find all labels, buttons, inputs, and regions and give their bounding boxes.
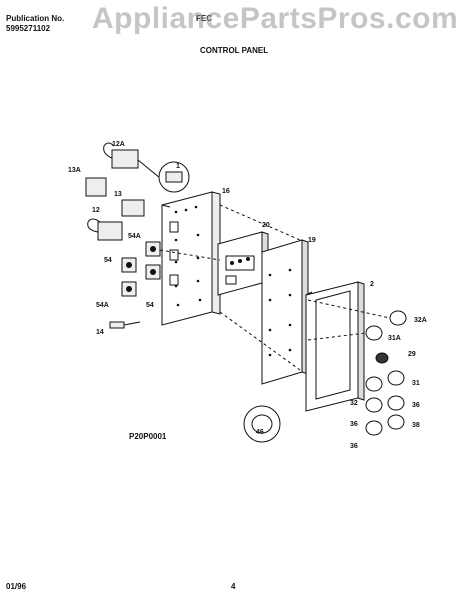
callout-label: 36	[412, 402, 420, 409]
page-number: 4	[231, 582, 236, 591]
part-20-control-board	[217, 231, 269, 296]
thermostat-parts	[85, 142, 161, 241]
detail-callout-1	[158, 161, 190, 193]
callout-label: 38	[412, 422, 420, 429]
watermark: AppliancePartsPros.com	[92, 2, 459, 35]
part-19-panel	[261, 239, 309, 385]
callout-label: 20	[262, 222, 270, 229]
callout-label: 12	[92, 207, 100, 214]
callout-label: 36	[350, 443, 358, 450]
callout-label: 16	[222, 188, 230, 195]
publication-number: 5995271102	[6, 24, 51, 33]
callout-label: 31	[412, 380, 420, 387]
callout-label: 54A	[128, 233, 141, 240]
part-14	[109, 321, 141, 329]
callout-label: 29	[408, 351, 416, 358]
callout-label: 14	[96, 329, 104, 336]
callout-label: 2	[370, 281, 374, 288]
part-16-bracket	[161, 191, 221, 326]
diagram-code: P20P0001	[129, 432, 167, 441]
guide-lines	[159, 204, 391, 371]
switch-cluster	[121, 241, 161, 297]
callout-label: 13A	[68, 167, 81, 174]
callout-label: 12A	[112, 141, 125, 148]
callout-labels: 12A 13A 1 13 16 12 54A 20 19 54 2 54A 54…	[68, 141, 427, 450]
callout-label: 54A	[96, 302, 109, 309]
callout-label: 46	[256, 429, 264, 436]
callout-label: 32	[350, 400, 358, 407]
callout-label: 13	[114, 191, 122, 198]
model-number: FEC	[196, 14, 212, 23]
page-title: CONTROL PANEL	[200, 46, 269, 55]
callout-label: 54	[104, 257, 112, 264]
callout-label: 31A	[388, 335, 401, 342]
knob-stack	[365, 310, 407, 436]
callout-label: 19	[308, 237, 316, 244]
callout-label: 32A	[414, 317, 427, 324]
footer-date: 01/96	[6, 582, 27, 591]
callout-label: 36	[350, 421, 358, 428]
callout-label: 1	[176, 163, 180, 170]
publication-label: Publication No.	[6, 14, 65, 23]
callout-label: 54	[146, 302, 154, 309]
detail-callout-46	[243, 405, 281, 443]
